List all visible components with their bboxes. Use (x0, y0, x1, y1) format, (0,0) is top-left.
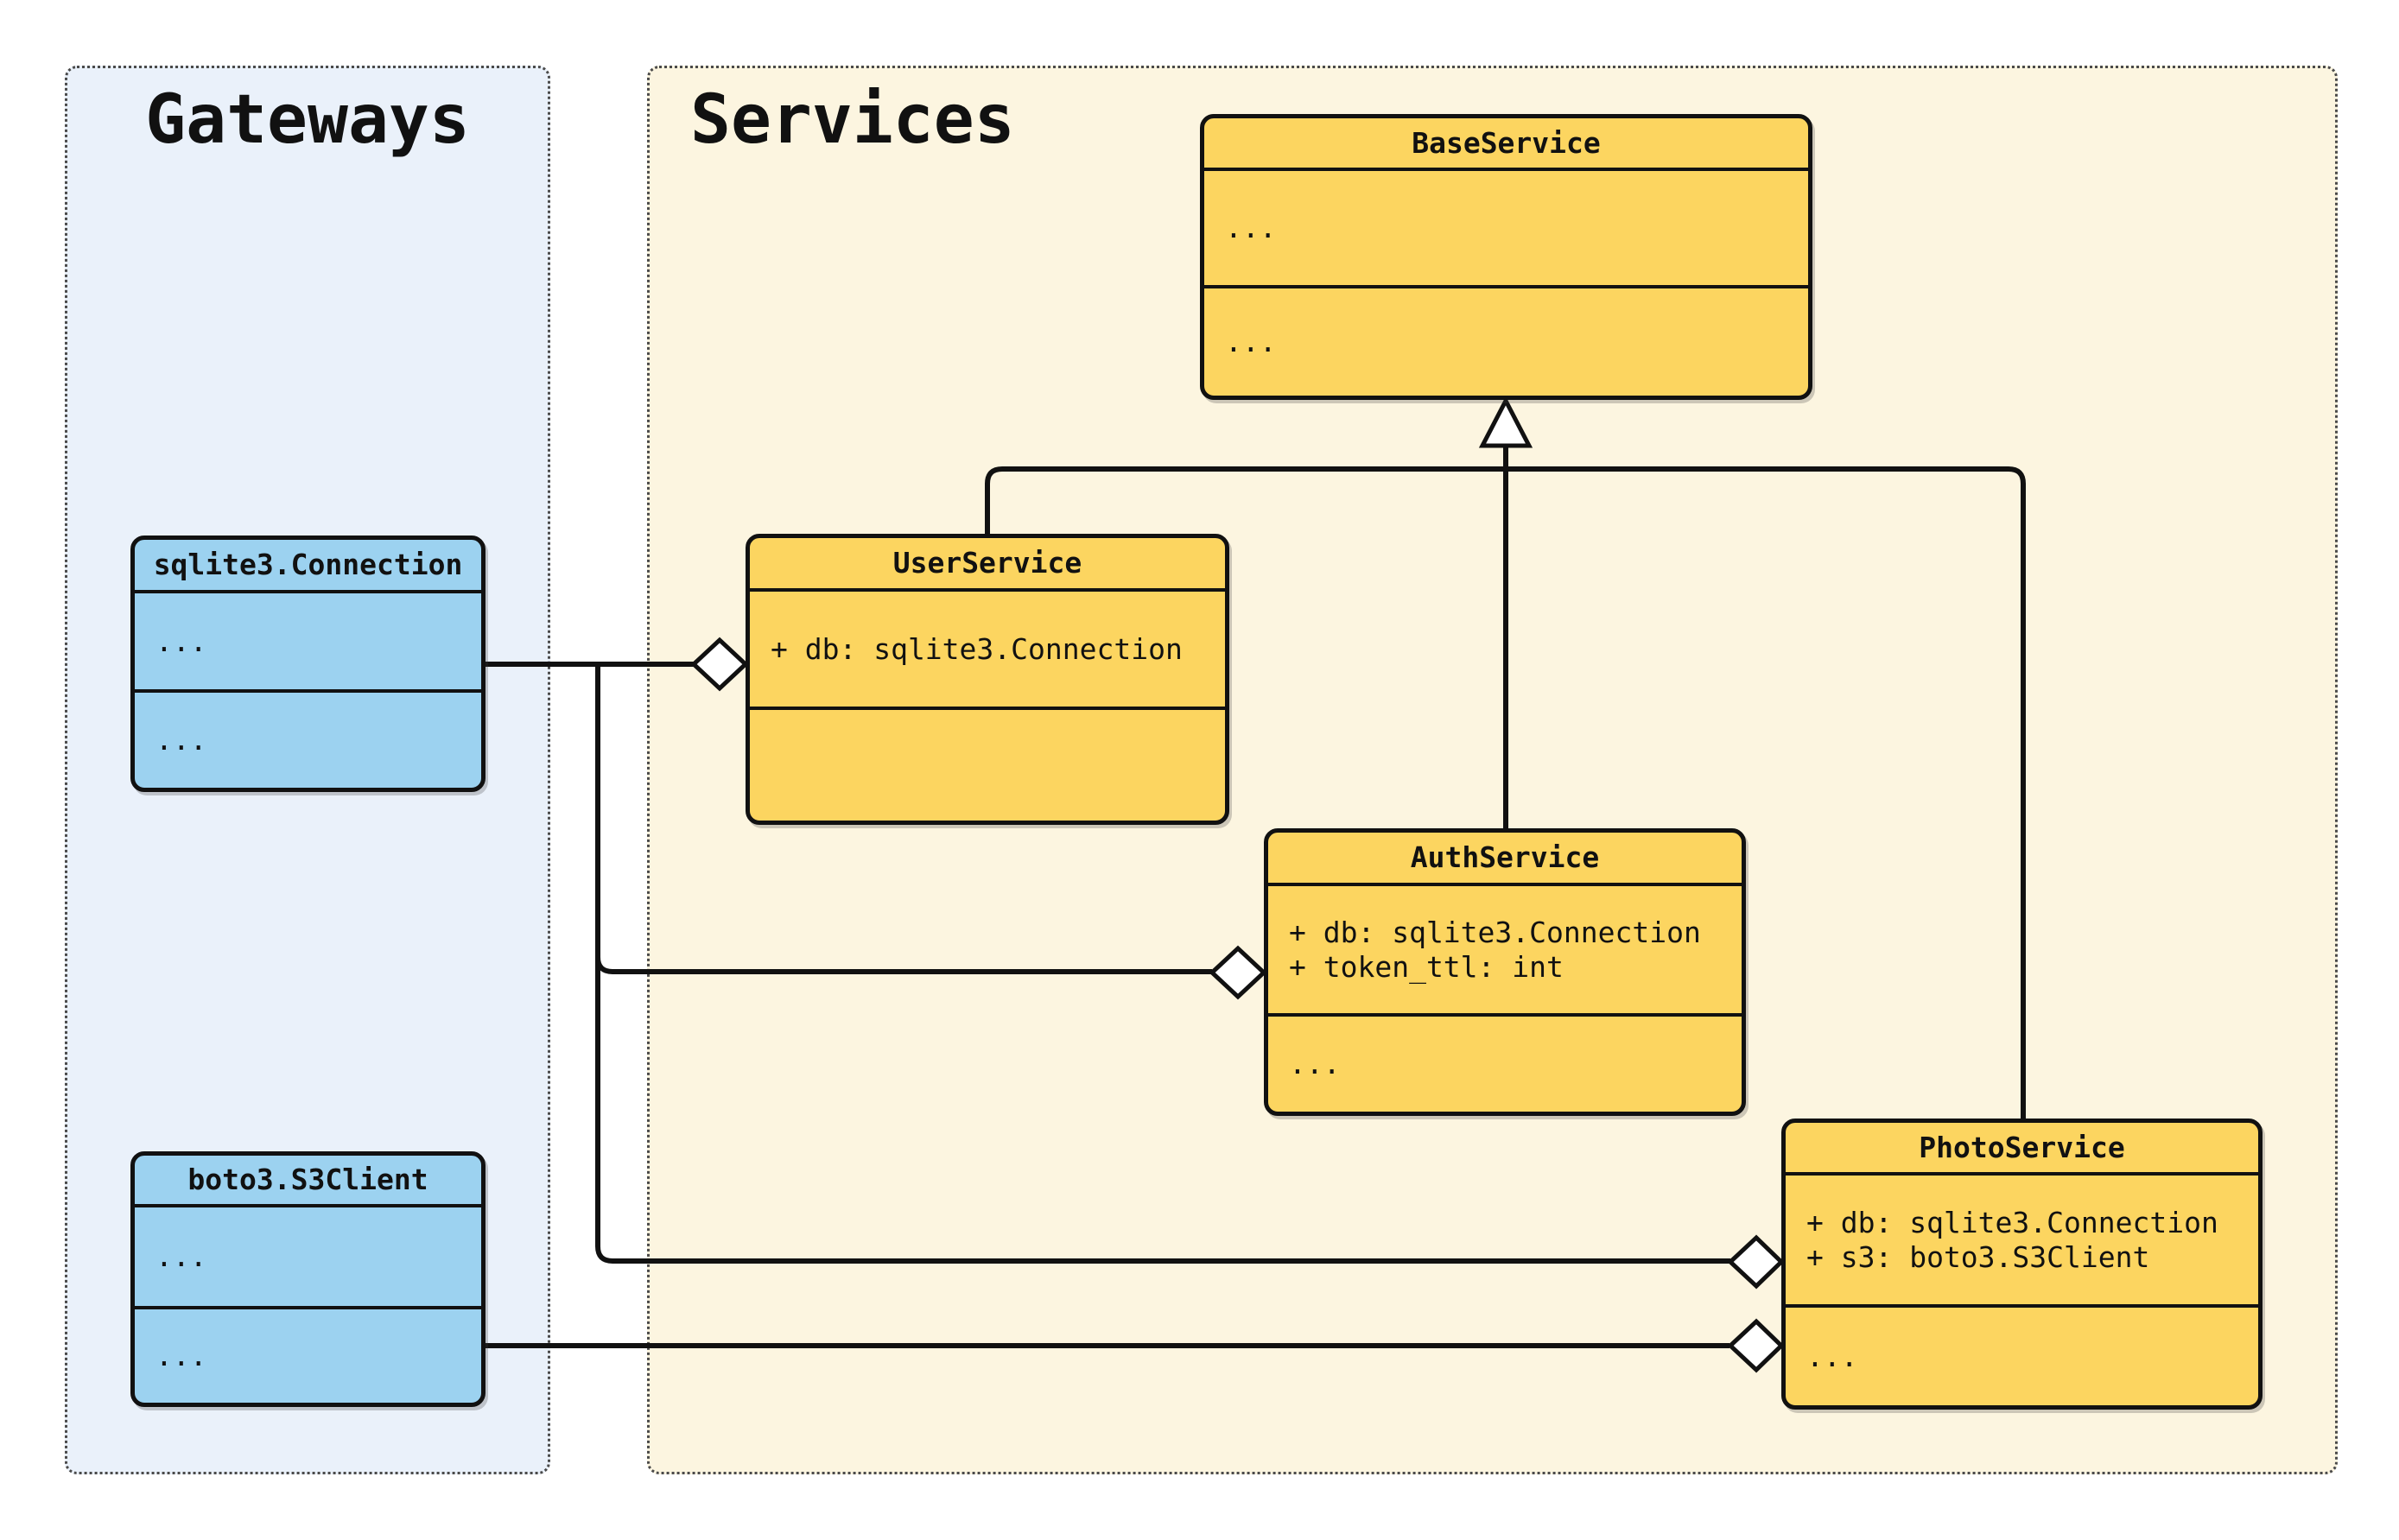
gateways-cluster-title: Gateways (145, 81, 470, 159)
method-line: ... (155, 1339, 207, 1372)
method-line: ... (155, 723, 207, 757)
method-line: ... (1806, 1339, 1858, 1373)
attribute-line: + db: sqlite3.Connection (1289, 915, 1701, 949)
class-title: boto3.S3Client (135, 1156, 481, 1207)
attribute-line: ... (155, 624, 207, 658)
method-line: ... (1225, 325, 1277, 358)
class-box-baseservice: BaseService ... ... (1200, 114, 1812, 400)
attribute-line: + s3: boto3.S3Client (1806, 1239, 2150, 1274)
class-title: sqlite3.Connection (135, 540, 481, 593)
attribute-line: + db: sqlite3.Connection (771, 631, 1183, 666)
class-title: AuthService (1268, 833, 1742, 886)
class-box-authservice: AuthService + db: sqlite3.Connection + t… (1264, 828, 1746, 1116)
attribute-line: ... (1225, 211, 1277, 244)
class-box-photoservice: PhotoService + db: sqlite3.Connection + … (1781, 1119, 2263, 1410)
class-box-sqlite3-connection: sqlite3.Connection ... ... (130, 536, 486, 792)
attribute-line: ... (155, 1239, 207, 1273)
attribute-line: + db: sqlite3.Connection (1806, 1205, 2218, 1239)
attribute-line: + token_ttl: int (1289, 949, 1564, 984)
services-cluster-title: Services (690, 81, 1015, 159)
class-title: BaseService (1204, 118, 1808, 171)
method-line: ... (1289, 1047, 1341, 1081)
class-title: PhotoService (1786, 1123, 2258, 1176)
class-box-boto3-s3client: boto3.S3Client ... ... (130, 1151, 486, 1407)
class-box-userservice: UserService + db: sqlite3.Connection (746, 534, 1229, 825)
class-title: UserService (750, 538, 1225, 592)
